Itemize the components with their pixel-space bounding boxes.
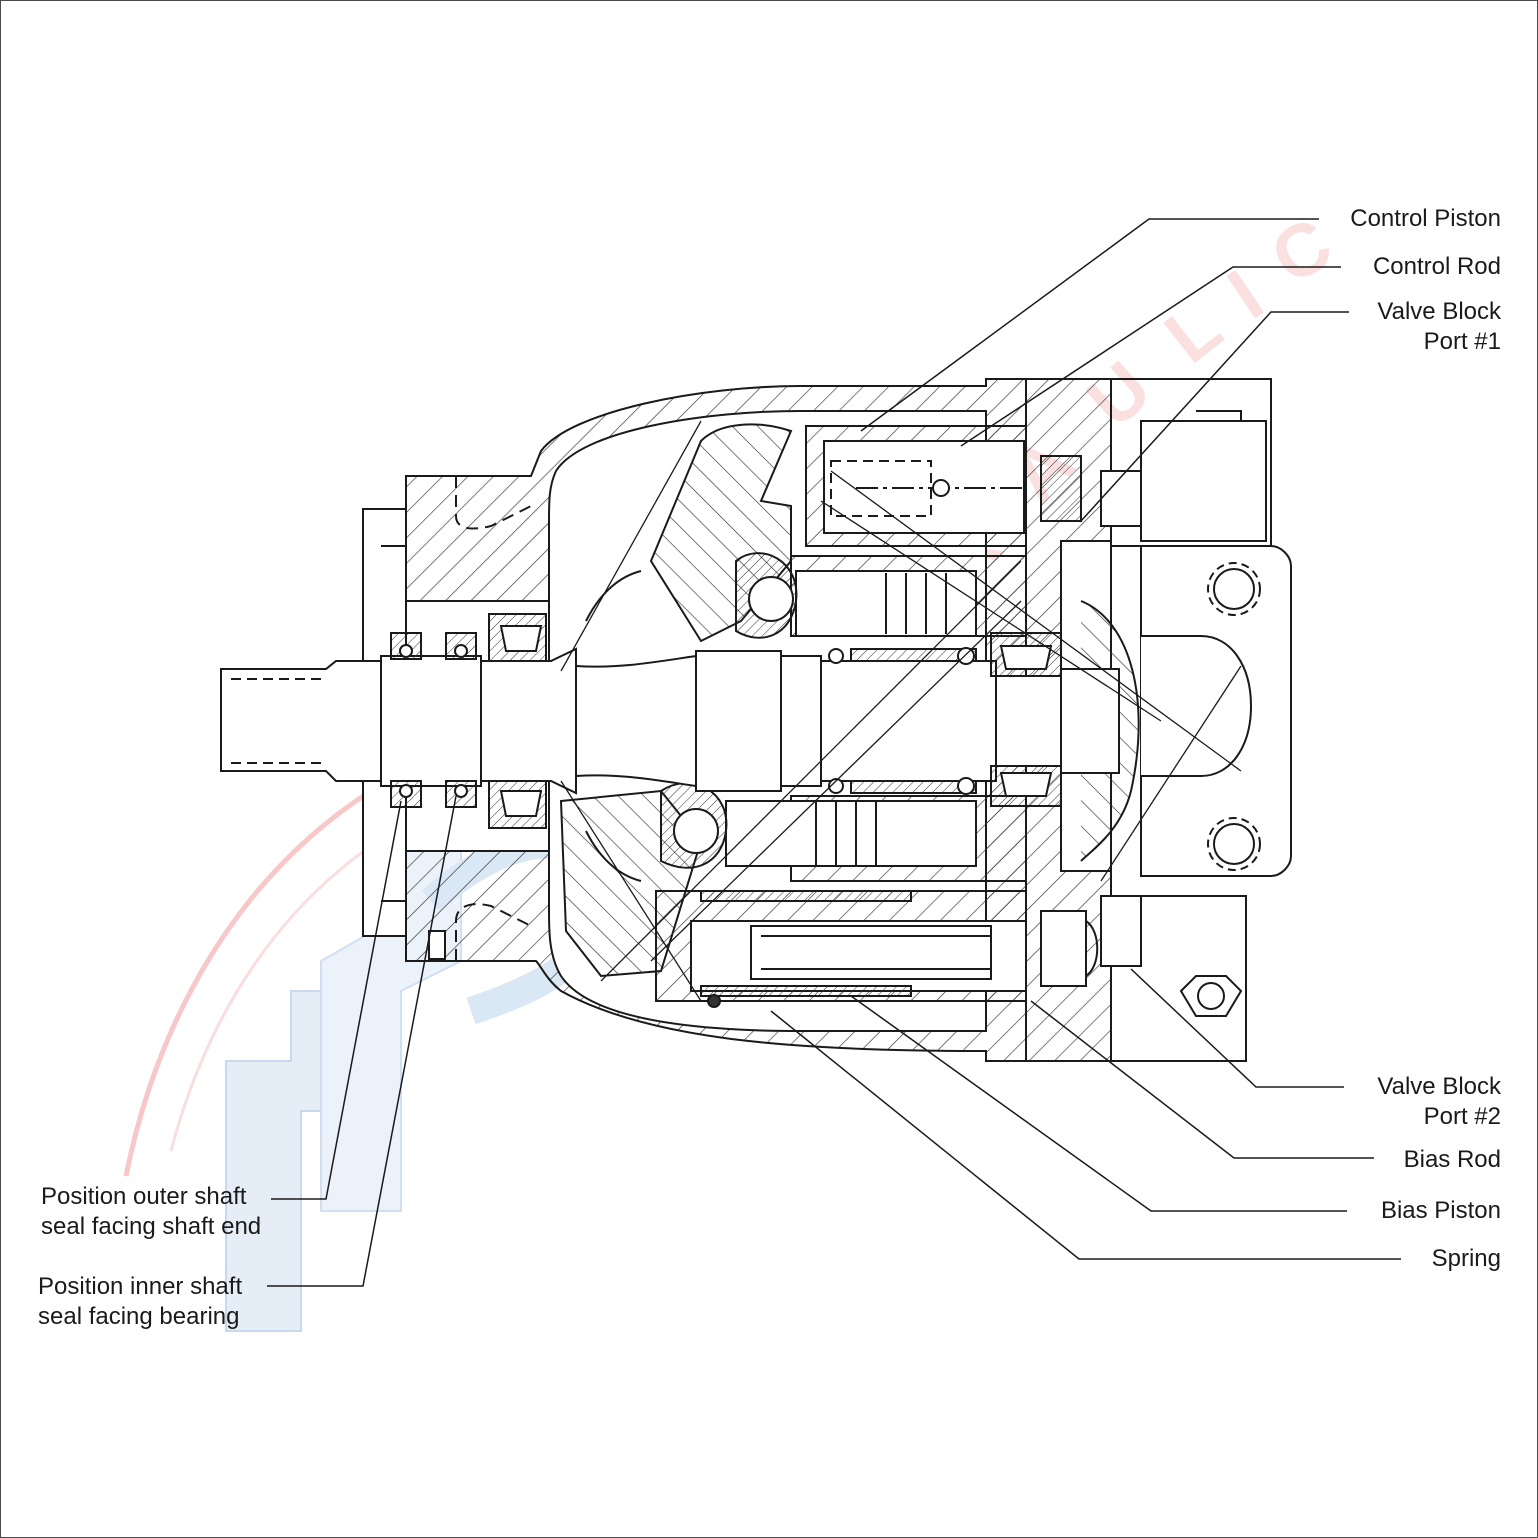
construction-lines (560, 420, 1242, 1002)
control-piston-assembly (805, 425, 1082, 547)
label-outer-seal-line1: Position outer shaft (41, 1183, 247, 1210)
bias-piston-assembly (655, 890, 1099, 1008)
label-bias-rod: Bias Rod (1403, 1146, 1501, 1173)
drive-shaft (220, 647, 1120, 795)
label-inner-seal-line2: seal facing bearing (38, 1303, 240, 1330)
label-inner-seal-line1: Position inner shaft (38, 1273, 243, 1300)
label-control-rod: Control Rod (1372, 253, 1501, 280)
label-valve-block-port1-line1: Valve Block (1377, 298, 1501, 325)
label-control-piston: Control Piston (1350, 205, 1501, 232)
label-valve-block-port2-line2: Port #2 (1423, 1103, 1501, 1130)
bearings-and-seals (390, 613, 1062, 960)
label-valve-block-port2-line1: Valve Block (1377, 1073, 1501, 1100)
svg-text:C: C (1258, 201, 1346, 300)
leader-lines (267, 218, 1401, 1287)
label-spring: Spring (1431, 1245, 1501, 1272)
label-bias-piston: Bias Piston (1380, 1197, 1501, 1224)
svg-text:I: I (1214, 254, 1277, 334)
label-outer-seal-line2: seal facing shaft end (41, 1213, 262, 1240)
label-valve-block-port1-line2: Port #1 (1423, 328, 1501, 355)
cylinder-barrel (660, 552, 1027, 882)
